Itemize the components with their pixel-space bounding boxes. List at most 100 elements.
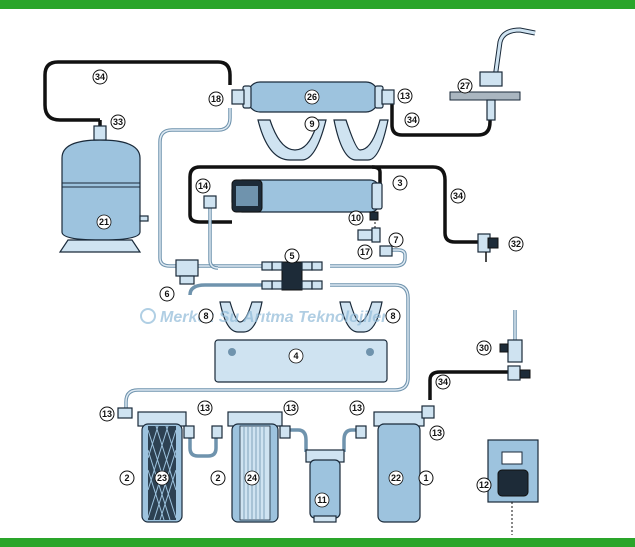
bottom-frame-bar [0, 538, 635, 547]
badge-8-left: 8 [198, 308, 214, 324]
svg-text:1: 1 [423, 473, 428, 483]
drain-saddle-32 [477, 233, 499, 262]
svg-text:13: 13 [400, 91, 410, 101]
svg-text:2: 2 [215, 473, 220, 483]
svg-text:14: 14 [198, 181, 208, 191]
badge-34-top: 34 [92, 69, 108, 85]
badge-13-a: 13 [197, 400, 213, 416]
svg-text:8: 8 [203, 311, 208, 321]
badge-13-right: 13 [429, 425, 445, 441]
blue-pipes [124, 108, 517, 458]
filter-housing-1 [373, 411, 425, 523]
badge-4: 4 [288, 348, 304, 364]
svg-text:13: 13 [102, 409, 112, 419]
badge-26: 26 [304, 89, 320, 105]
badge-27: 27 [457, 78, 473, 94]
tube-34-drain-to-32 [372, 165, 478, 244]
badge-13-b: 13 [283, 400, 299, 416]
svg-text:26: 26 [307, 92, 317, 102]
filter-housing-2-mid [227, 411, 283, 523]
svg-text:32: 32 [511, 239, 521, 249]
faucet-27 [449, 27, 536, 121]
svg-text:27: 27 [460, 81, 470, 91]
shutoff-valve-5 [261, 261, 323, 291]
badge-34-drain: 34 [450, 188, 466, 204]
badge-17: 17 [357, 244, 373, 260]
feed-valve-30 [499, 339, 531, 381]
svg-text:11: 11 [317, 495, 327, 505]
svg-text:34: 34 [407, 115, 417, 125]
badge-12: 12 [476, 477, 492, 493]
badge-2-mid: 2 [210, 470, 226, 486]
badge-30: 30 [476, 340, 492, 356]
badge-14: 14 [195, 178, 211, 194]
svg-text:30: 30 [479, 343, 489, 353]
part-number-badges: 34 33 18 26 13 27 34 9 14 3 34 21 10 7 1… [0, 0, 524, 508]
badge-8-right: 8 [385, 308, 401, 324]
fittings-13 [117, 195, 435, 439]
badge-23: 23 [154, 470, 170, 486]
svg-text:34: 34 [453, 191, 463, 201]
tube-34-tank-loop [43, 60, 232, 122]
badge-13-membrane: 13 [397, 88, 413, 104]
badge-33: 33 [110, 114, 126, 130]
svg-text:9: 9 [309, 119, 314, 129]
badge-21: 21 [96, 214, 112, 230]
badge-34-faucet: 34 [404, 112, 420, 128]
fitting-7 [379, 245, 393, 257]
svg-text:6: 6 [164, 289, 169, 299]
badge-13-post: 13 [0, 0, 10, 2]
watermark: Merkez Su Arıtma Teknolojileri [140, 308, 392, 326]
svg-text:24: 24 [247, 473, 257, 483]
svg-text:17: 17 [360, 247, 370, 257]
svg-text:34: 34 [438, 377, 448, 387]
svg-text:2: 2 [124, 473, 129, 483]
svg-text:22: 22 [391, 473, 401, 483]
svg-text:13: 13 [286, 403, 296, 413]
top-frame-bar [0, 0, 635, 9]
svg-text:12: 12 [479, 480, 489, 490]
svg-text:21: 21 [99, 217, 109, 227]
svg-text:4: 4 [293, 351, 298, 361]
badge-24: 24 [244, 470, 260, 486]
svg-text:3: 3 [397, 178, 402, 188]
inline-filter-11 [305, 449, 345, 523]
badge-34-inlet: 34 [435, 374, 451, 390]
badge-6: 6 [159, 286, 175, 302]
badge-5: 5 [284, 248, 300, 264]
badge-2-left: 2 [119, 470, 135, 486]
post-filter-3 [231, 179, 383, 213]
membrane-clips-9 [257, 119, 389, 161]
svg-text:10: 10 [351, 213, 361, 223]
badge-7: 7 [388, 232, 404, 248]
svg-text:13: 13 [352, 403, 362, 413]
badge-13-left: 13 [99, 406, 115, 422]
svg-text:Merkez Su Arıtma Teknolojileri: Merkez Su Arıtma Teknolojileri [160, 309, 392, 326]
svg-text:33: 33 [113, 117, 123, 127]
tube-34-inlet [428, 370, 508, 400]
badge-11: 11 [314, 492, 330, 508]
badge-22: 22 [388, 470, 404, 486]
badge-18: 18 [208, 91, 224, 107]
check-valve-17 [357, 227, 381, 243]
badge-1: 1 [418, 470, 434, 486]
badge-32: 32 [508, 236, 524, 252]
badge-13-c: 13 [349, 400, 365, 416]
svg-text:23: 23 [157, 473, 167, 483]
filter-housing-2-left [137, 411, 187, 523]
svg-text:13: 13 [200, 403, 210, 413]
svg-text:8: 8 [390, 311, 395, 321]
svg-text:13: 13 [432, 428, 442, 438]
svg-text:34: 34 [95, 72, 105, 82]
svg-text:5: 5 [289, 251, 294, 261]
shutoff-valve-6 [175, 259, 199, 285]
badge-9: 9 [304, 116, 320, 132]
clips-8 [219, 301, 383, 333]
badge-10: 10 [348, 210, 364, 226]
badge-3: 3 [392, 175, 408, 191]
svg-text:7: 7 [393, 235, 398, 245]
svg-text:18: 18 [211, 94, 221, 104]
power-outlet-12 [487, 439, 539, 535]
